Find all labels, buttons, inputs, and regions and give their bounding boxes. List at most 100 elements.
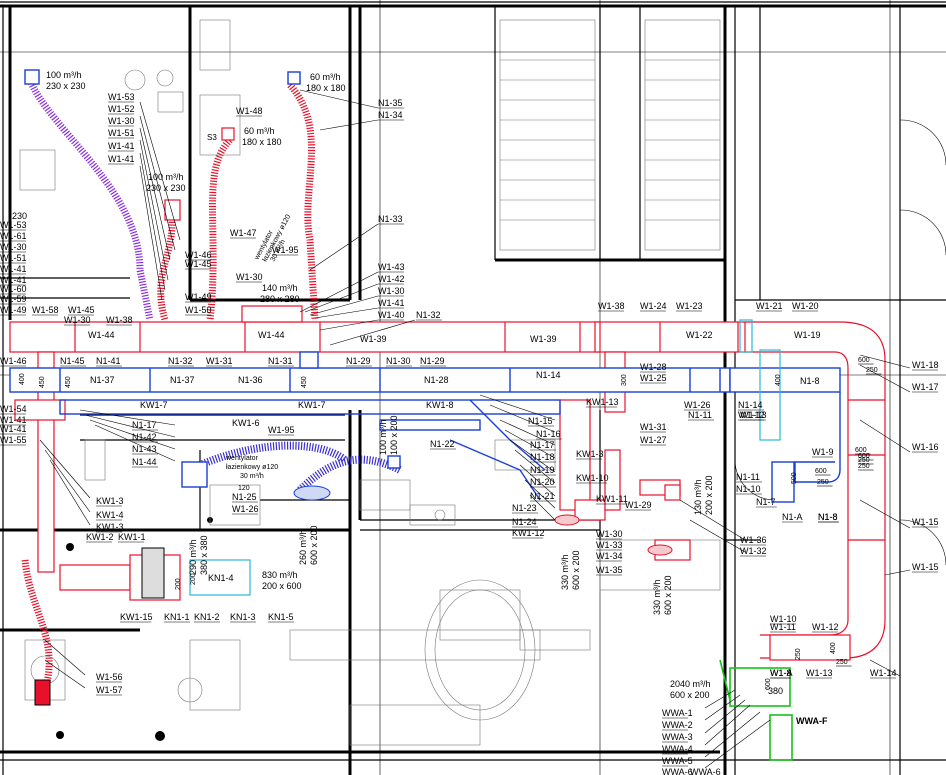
duct-tag: W1-42	[378, 274, 405, 284]
duct-tag: W1-31	[206, 356, 233, 366]
duct-tag: N1-24	[512, 517, 537, 527]
duct-tag: KN1-5	[268, 612, 294, 622]
duct-tag: W1-31	[640, 422, 667, 432]
duct-tag: W1-41	[0, 415, 27, 425]
exhaust-ducts	[9, 69, 841, 503]
duct-tag: 200	[190, 573, 197, 585]
duct-tag: N1-11	[688, 410, 712, 420]
flow-size: 600 x 200	[670, 690, 710, 700]
duct-tag: N1-41	[96, 356, 121, 366]
duct-tag: W1-20	[792, 301, 819, 311]
fan-label: łazienkowy ø120	[226, 464, 278, 471]
duct-w1-15-loop	[745, 321, 886, 659]
duct-tag: N1-31	[268, 356, 293, 366]
duct-tag: 250	[795, 648, 802, 660]
duct-tag: W1-61	[0, 231, 27, 241]
duct-tag: KW1-12	[512, 528, 545, 538]
duct-tag: W1-12	[812, 622, 839, 632]
flow-label: 100 m³/h	[148, 172, 184, 182]
duct-tag: W1-30	[64, 315, 91, 325]
duct-tag: N1-23	[512, 503, 537, 513]
duct-tag: N1-11	[736, 472, 760, 482]
duct-tag: 450	[65, 376, 72, 388]
duct-tag: 250	[866, 367, 878, 374]
duct-tag: W1-24	[640, 301, 667, 311]
duct-tag: KW1-15	[120, 612, 153, 622]
duct-w1-16-loop	[745, 351, 849, 636]
duct-tag: W1-10	[770, 614, 797, 624]
duct-tag: N1-32	[416, 310, 441, 320]
duct-tag: W1-60	[0, 284, 27, 294]
staircase	[499, 19, 721, 251]
flex-duct-w1-53	[26, 78, 154, 321]
duct-tag: WWA-5	[662, 756, 693, 766]
duct-tag: W1-34	[596, 551, 623, 561]
flow-label: 60 m³/h	[310, 72, 341, 82]
flow-label: 140 m³/h	[262, 283, 298, 293]
duct-tag: W1-57	[96, 685, 123, 695]
duct-tag: N1-18	[530, 452, 555, 462]
duct-tag: 300	[621, 374, 628, 386]
duct-tag: W1-30	[236, 272, 263, 282]
duct-tag: W1-56	[96, 672, 123, 682]
labels-center: N1-35N1-34N1-33W1-43W1-42W1-30W1-41W1-40…	[378, 98, 442, 321]
duct-tag: W1-54	[0, 404, 27, 414]
duct-name: KW1-8	[426, 400, 454, 410]
duct-tag: W1-41	[0, 264, 27, 274]
duct-tag: WWA-6	[690, 767, 721, 775]
duct-tag: W1-52	[108, 104, 135, 114]
flow-size: 180 x 180	[306, 83, 346, 93]
flow-label: 830 m³/h	[262, 570, 298, 580]
duct-tag: WWA-4	[662, 744, 693, 754]
flow-label: 2040 m³/h	[670, 679, 711, 689]
fan-label: wentylator	[225, 455, 259, 462]
labels-mid-right: N1-15N1-16N1-17N1-18N1-19N1-20N1-21N1-22…	[430, 362, 767, 576]
duct-tag: W1-41	[378, 298, 405, 308]
duct-tag: W1-58	[32, 305, 59, 315]
duct-tag: N1-29	[346, 356, 371, 366]
flow-label: 330 m³/h	[560, 554, 570, 590]
duct-tag: W1-30	[108, 116, 135, 126]
duct-tag: W1-51	[0, 253, 27, 263]
flow-label: 290 m³/h	[188, 539, 198, 575]
duct-tag: N1-17	[530, 440, 555, 450]
duct-tag: W1-32	[740, 546, 767, 556]
duct-tag: W1-A	[770, 668, 793, 678]
diffusers	[34, 485, 673, 706]
duct-tag: W1-41	[0, 275, 27, 285]
flow-size: 600 x 200	[309, 525, 319, 565]
intake-plenum	[729, 667, 791, 707]
duct-name: N1-14	[536, 370, 561, 380]
duct-tag: W1-51	[108, 128, 135, 138]
flow-label: 60 m³/h	[244, 126, 275, 136]
duct-tag: W1-41	[108, 141, 135, 151]
duct-tag: W1-53	[0, 220, 27, 230]
duct-tag: W1-40	[378, 310, 405, 320]
duct-tag: W1-13	[740, 410, 767, 420]
duct-tag: W1-16	[912, 442, 939, 452]
duct-tag: KW1-3	[96, 496, 124, 506]
duct-tag: W1-45	[68, 305, 95, 315]
duct-name: KN1-4	[208, 573, 234, 583]
duct-tag: 400	[830, 642, 837, 654]
duct-tag: W1-35	[596, 565, 623, 575]
duct-tag: 600	[765, 678, 772, 690]
duct-tag: W1-26	[232, 504, 259, 514]
duct-tag: 250	[858, 463, 870, 470]
duct-tag: W1-46	[0, 356, 27, 366]
duct-w1-44-main	[9, 321, 601, 353]
duct-tag: W1-29	[625, 500, 652, 510]
duct-tag: W1-36	[740, 535, 767, 545]
duct-tag: KW1-4	[96, 510, 124, 520]
fan-label: 30 m³/h	[240, 473, 264, 480]
duct-tag: N1-45	[60, 356, 85, 366]
duct-tag: W1-13	[806, 668, 833, 678]
box-label: S3	[207, 133, 217, 142]
duct-tag: W1-95	[268, 425, 295, 435]
supply-ducts	[9, 127, 886, 661]
duct-tag: N1-35	[378, 98, 403, 108]
duct-tag: W1-53	[108, 92, 135, 102]
